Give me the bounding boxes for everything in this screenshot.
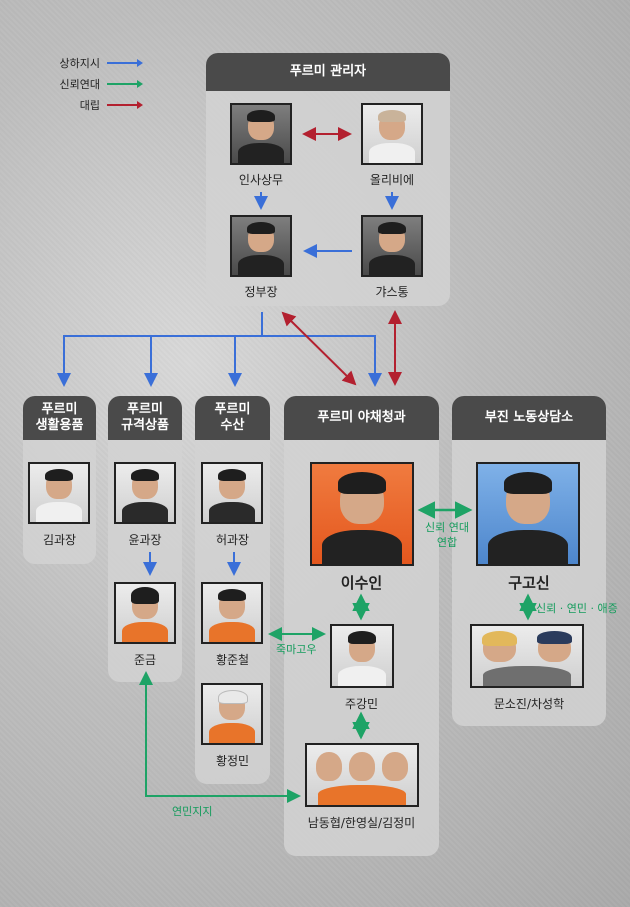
photo-jeong [230,215,292,277]
legend-label-trust: 신뢰연대 [59,77,100,91]
photo-insa [230,103,292,165]
group-title-seafood: 푸르미 수산 [195,396,270,440]
group-title-labor: 부진 노동상담소 [452,396,606,440]
name-gaston: 갸스통 [375,285,409,299]
legend-label-conflict: 대립 [79,98,100,112]
group-title-daily: 푸르미 생활용품 [23,396,96,440]
legend-arrow-red [107,100,143,109]
name-heo: 허과장 [215,533,250,547]
photo-gaston [361,215,423,277]
label-gu-duo: 신뢰 · 연민 · 애증 [536,602,618,615]
name-olivie: 올리비에 [369,173,415,187]
name-duo: 문소진/차성학 [493,697,565,711]
photo-junkeum [114,582,176,644]
name-kim: 김과장 [42,533,77,547]
group-title-standard: 푸르미 규격상품 [108,396,182,440]
legend-arrow-blue [107,58,143,67]
legend: 상하지시 신뢰연대 대립 [36,52,144,115]
name-insa: 인사상무 [238,173,284,187]
label-junkeum-trio: 연민지지 [172,805,213,818]
photo-trio [305,743,419,807]
photo-gu [476,462,580,566]
label-lee-gu: 신뢰 연대 연합 [425,521,469,549]
legend-item-conflict: 대립 [36,94,144,115]
name-gu: 구고신 [508,574,550,592]
legend-item-command: 상하지시 [36,52,144,73]
photo-heo [201,462,263,524]
group-title-vegetable: 푸르미 야채청과 [284,396,439,440]
photo-duo [470,624,584,688]
name-yoon: 윤과장 [128,533,162,547]
name-junkeum: 준금 [133,653,157,667]
legend-label-command: 상하지시 [59,56,100,70]
photo-hwangjc [201,582,263,644]
photo-olivie [361,103,423,165]
photo-joo [330,624,394,688]
legend-arrow-green [107,79,143,88]
photo-yoon [114,462,176,524]
name-hwangjc: 황준철 [215,653,250,667]
legend-item-trust: 신뢰연대 [36,73,144,94]
photo-lee [310,462,414,566]
name-hwangjm: 황정민 [215,754,250,768]
photo-kim [28,462,90,524]
photo-hwangjm [201,683,263,745]
group-title-management: 푸르미 관리자 [206,53,450,91]
name-lee: 이수인 [340,574,383,592]
name-jeong: 정부장 [244,285,278,299]
name-trio: 남동협/한영실/김정미 [307,816,416,830]
name-joo: 주강민 [344,697,379,711]
label-hwang-joo: 죽마고우 [276,643,317,656]
